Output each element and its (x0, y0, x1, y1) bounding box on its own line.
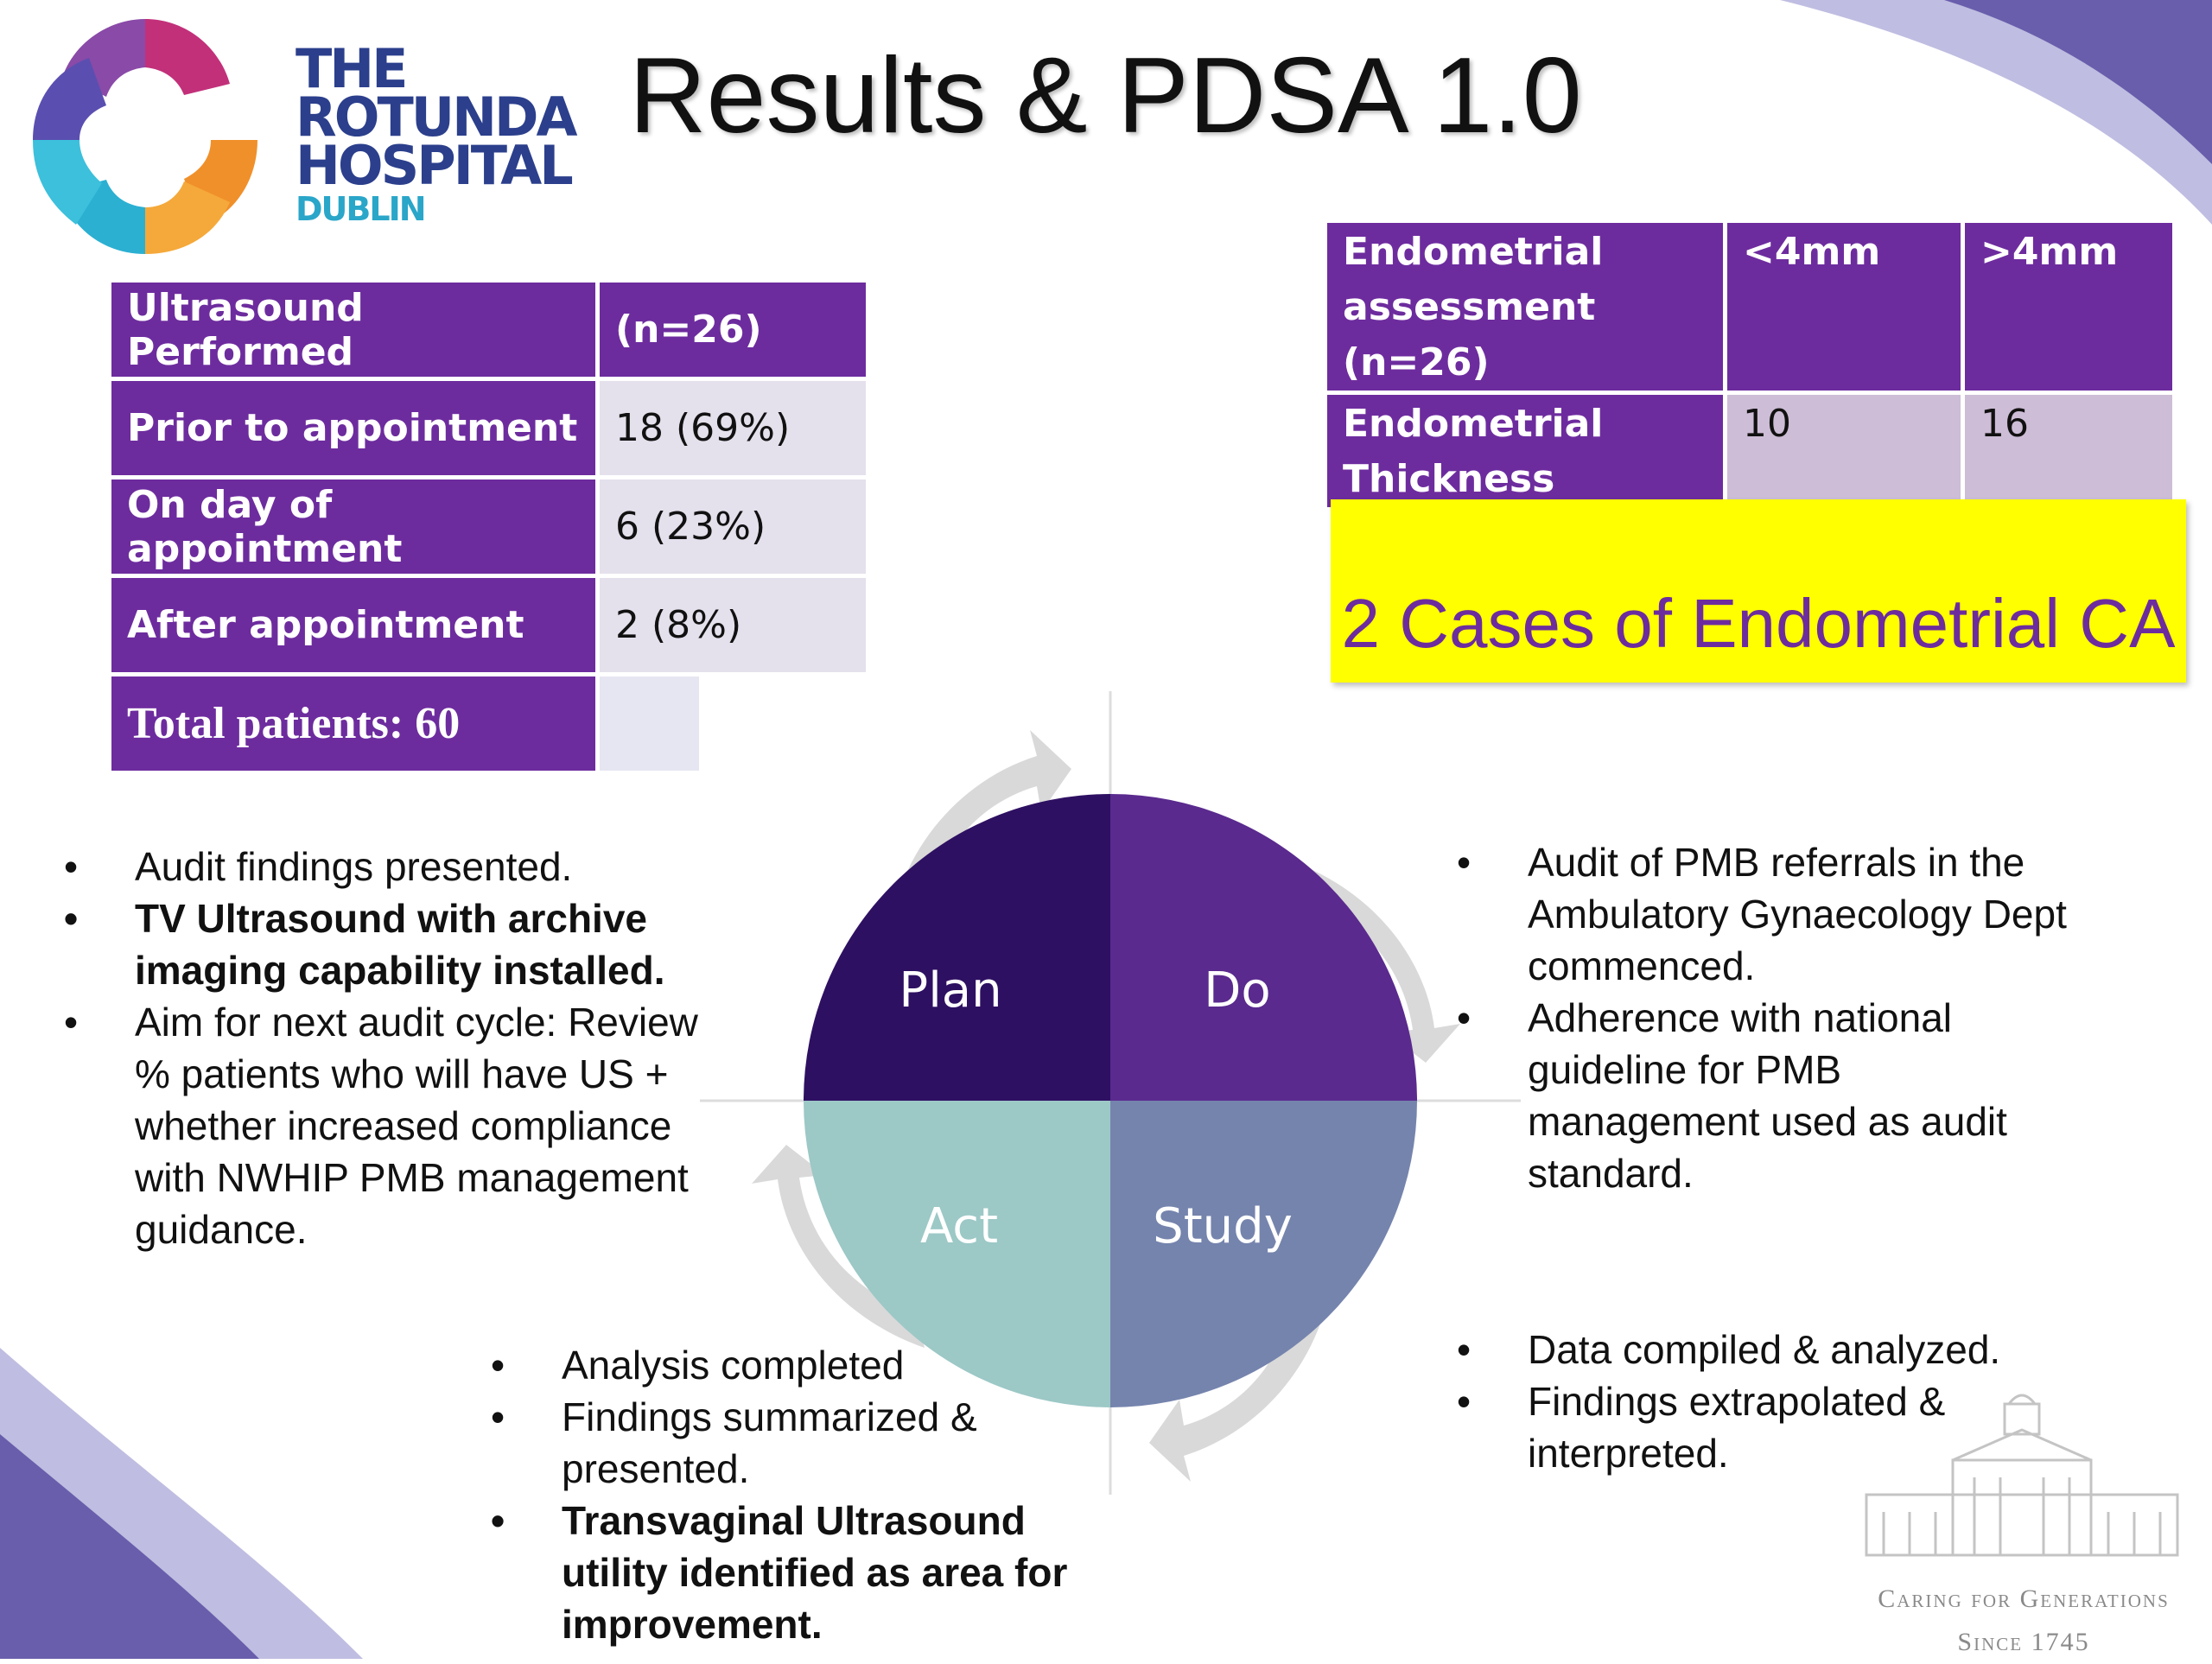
hospital-motto: Caring for Generations Since 1745 (1842, 1578, 2205, 1664)
logo-line-rotunda: ROTUNDA (296, 86, 577, 149)
table-header-cell: Endometrial assessment (n=26) (1327, 223, 1723, 391)
rotunda-building-icon (1865, 1394, 2179, 1557)
table-header-row: Endometrial assessment (n=26) <4mm >4mm (1327, 223, 2172, 391)
logo-line-the: THE (296, 37, 409, 100)
quadrant-label-study: Study (1153, 1198, 1293, 1254)
plan-bullet-list: Analysis completed Findings summarized &… (491, 1339, 1096, 1650)
endometrial-ca-callout: 2 Cases of Endometrial CA (1331, 499, 2186, 683)
list-item: Data compiled & analyzed. (1457, 1324, 2079, 1375)
motto-line: Since 1745 (1957, 1628, 2090, 1656)
callout-text: 2 Cases of Endometrial CA (1341, 585, 2176, 662)
endometrial-table: Endometrial assessment (n=26) <4mm >4mm … (1323, 219, 2177, 511)
pdsa-cycle-diagram: Plan Do Study Act (700, 691, 1521, 1495)
logo-line-hospital: HOSPITAL (296, 134, 574, 197)
slide-title: Results & PDSA 1.0 (629, 36, 1582, 156)
table-cell: 2 (8%) (600, 578, 866, 672)
list-item: TV Ultrasound with archive imaging capab… (64, 892, 721, 996)
table-row: Prior to appointment 18 (69%) (111, 381, 866, 475)
list-item: Findings summarized & presented. (491, 1391, 1096, 1495)
table-total-row: Total patients: 60 (111, 676, 866, 771)
table-header-cell: Ultrasound Performed (111, 283, 595, 377)
list-item: Analysis completed (491, 1339, 1096, 1391)
act-bullet-list: Audit findings presented. TV Ultrasound … (64, 841, 721, 1255)
quadrant-label-do: Do (1204, 962, 1270, 1019)
quadrant-plan (804, 794, 1110, 1101)
logo-emblem-icon (33, 19, 257, 254)
table-row-label: Prior to appointment (111, 381, 595, 475)
table-header-row: Ultrasound Performed (n=26) (111, 283, 866, 377)
quadrant-label-plan: Plan (899, 962, 1001, 1019)
list-item: Findings extrapolated & interpreted. (1457, 1375, 2079, 1479)
table-header-cell: >4mm (1965, 223, 2172, 391)
table-cell: 6 (23%) (600, 480, 866, 574)
quadrant-study (1110, 1101, 1417, 1407)
table-cell: 18 (69%) (600, 381, 866, 475)
table-row: On day of appointment 6 (23%) (111, 480, 866, 574)
rotunda-hospital-logo: THE ROTUNDA HOSPITAL DUBLIN (16, 10, 577, 261)
list-item: Transvaginal Ultrasound utility identifi… (491, 1495, 1096, 1650)
table-header-cell: (n=26) (600, 283, 866, 377)
table-header-cell: <4mm (1727, 223, 1961, 391)
total-patients-label: Total patients: 60 (111, 676, 595, 771)
list-item: Audit of PMB referrals in the Ambulatory… (1457, 836, 2079, 992)
study-bullet-list: Data compiled & analyzed. Findings extra… (1457, 1324, 2079, 1479)
table-cell: 16 (1965, 395, 2172, 507)
table-blank-cell (600, 676, 866, 771)
list-item: Aim for next audit cycle: Review % patie… (64, 996, 721, 1255)
table-row-label: After appointment (111, 578, 595, 672)
list-item: Audit findings presented. (64, 841, 721, 892)
do-bullet-list: Audit of PMB referrals in the Ambulatory… (1457, 836, 2079, 1199)
quadrant-do (1110, 794, 1417, 1101)
list-item: Adherence with national guideline for PM… (1457, 992, 2079, 1199)
table-row-label: Endometrial Thickness (1327, 395, 1723, 507)
table-row: After appointment 2 (8%) (111, 578, 866, 672)
table-row: Endometrial Thickness 10 16 (1327, 395, 2172, 507)
ultrasound-table: Ultrasound Performed (n=26) Prior to app… (107, 278, 870, 775)
table-cell: 10 (1727, 395, 1961, 507)
table-row-label: On day of appointment (111, 480, 595, 574)
motto-line: Caring for Generations (1878, 1585, 2170, 1613)
logo-city: DUBLIN (296, 190, 427, 228)
quadrant-label-act: Act (920, 1198, 998, 1254)
quadrant-act (804, 1101, 1110, 1407)
